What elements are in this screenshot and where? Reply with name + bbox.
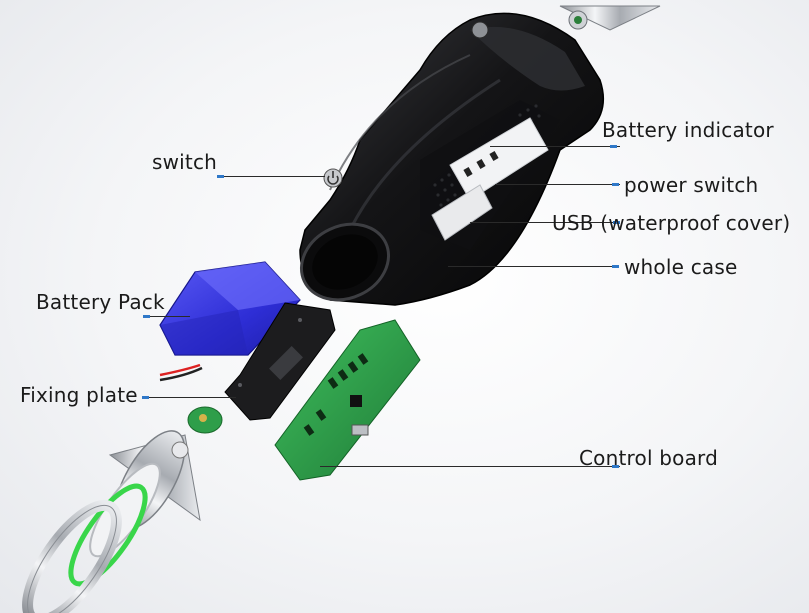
battery-pack [159, 261, 301, 382]
leader-power-switch [495, 184, 620, 185]
label-power-switch: power switch [624, 173, 759, 197]
dot-battery-indicator [610, 145, 617, 148]
label-control-board: Control board [579, 446, 719, 470]
front-bezel [22, 499, 122, 613]
label-fixing-plate: Fixing plate [20, 383, 138, 407]
whole-case [299, 12, 605, 306]
dot-battery-pack [143, 315, 150, 318]
dot-fixing-plate [142, 396, 149, 399]
leader-battery-pack [148, 316, 190, 317]
top-cone [559, 5, 661, 31]
dot-power-switch [612, 183, 619, 186]
leader-control-board [320, 466, 620, 467]
fixing-plate [224, 302, 336, 421]
label-whole-case: whole case [624, 255, 738, 279]
dot-switch [217, 175, 224, 178]
leader-switch [222, 176, 325, 177]
leader-usb [470, 222, 615, 223]
power-icon [323, 168, 343, 188]
dot-control-board [612, 465, 619, 468]
switch-board [187, 406, 223, 434]
label-usb: USB (waterproof cover) [552, 211, 791, 235]
leader-fixing-plate [148, 397, 236, 398]
gasket-ring [68, 483, 148, 587]
leader-battery-indicator [490, 146, 620, 147]
dot-whole-case [612, 265, 619, 268]
label-battery-pack: Battery Pack [36, 290, 165, 314]
label-switch: switch [152, 150, 218, 174]
control-board [274, 319, 421, 481]
leader-whole-case [448, 266, 618, 267]
label-battery-indicator: Battery indicator [602, 118, 774, 142]
dot-usb [613, 221, 620, 224]
